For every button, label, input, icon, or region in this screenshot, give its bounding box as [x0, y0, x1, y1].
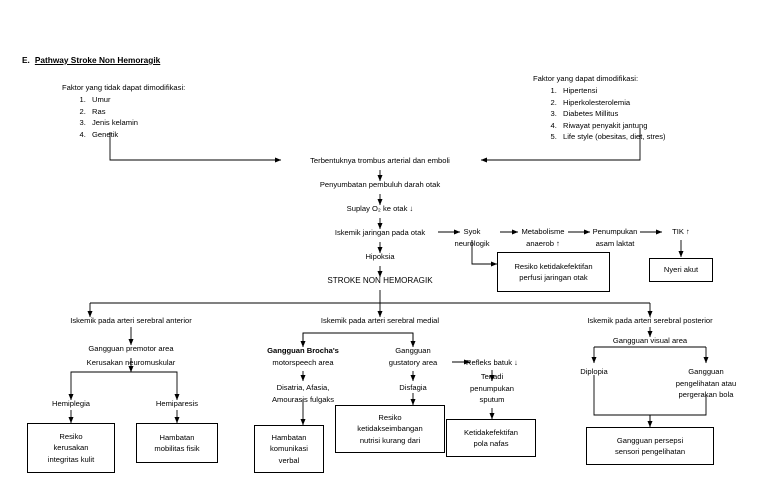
node-hemiplegia: Hemiplegia	[52, 399, 90, 408]
node-gustatory-disorder: Gangguan gustatory area	[388, 346, 438, 367]
list-item: Riwayat penyakit jantung	[559, 120, 666, 132]
node-vision-movement-disorder: Gangguan pengelihatan atau pergerakan bo…	[675, 367, 737, 399]
node-speech-effects: Disatria, Afasia, Amourasis fulgaks	[271, 383, 335, 404]
list-item: Life style (obesitas, diet, stres)	[559, 131, 666, 143]
node-medial-artery-ischemia: Iskemik pada arteri serebral medial	[320, 316, 440, 325]
node-neurologic-shock: Syok neurologik	[454, 227, 490, 248]
node-premotor-disorder: Gangguan premotor area	[88, 344, 174, 353]
box-physical-mobility-impairment: Hambatan mobilitas fisik	[136, 423, 218, 463]
box-brain-perfusion-risk: Resiko ketidakefektifan perfusi jaringan…	[497, 252, 610, 292]
modifiable-list: Hipertensi Hiperkolesterolemia Diabetes …	[533, 85, 666, 143]
node-dysphagia: Disfagia	[399, 383, 427, 392]
heading-letter: E.	[22, 55, 30, 65]
node-tissue-ischemia: Iskemik jaringan pada otak	[334, 228, 426, 237]
list-item: Genetik	[88, 129, 185, 141]
node-stroke-non-hemoragik: STROKE NON HEMORAGIK	[327, 276, 433, 285]
box-nutrition-imbalance-risk: Resiko ketidakseimbangan nutrisi kurang …	[335, 405, 445, 453]
list-item: Jenis kelamin	[88, 117, 185, 129]
node-diplopia: Diplopia	[580, 367, 608, 376]
list-item: Umur	[88, 94, 185, 106]
box-sensory-perception-disorder: Gangguan persepsi sensori pengelihatan	[586, 427, 714, 465]
box-ineffective-breathing-pattern: Ketidakefektifan pola nafas	[446, 419, 536, 457]
box-acute-pain: Nyeri akut	[649, 258, 713, 282]
list-item: Diabetes Millitus	[559, 108, 666, 120]
node-broca-disorder: Gangguan Brocha's	[267, 346, 339, 355]
node-intracranial-pressure: TIK ↑	[672, 227, 690, 236]
modifiable-risk-factors: Faktor yang dapat dimodifikasi: Hiperten…	[533, 73, 666, 143]
node-hypoxia: Hipoksia	[365, 252, 395, 261]
box-skin-integrity-risk: Resiko kerusakan integritas kulit	[27, 423, 115, 473]
node-anterior-artery-ischemia: Iskemik pada arteri serebral anterior	[70, 316, 192, 325]
list-item: Ras	[88, 106, 185, 118]
node-posterior-artery-ischemia: Iskemik pada arteri serebral posterior	[587, 316, 713, 325]
node-cough-reflex: Refleks batuk ↓	[466, 358, 518, 367]
non-modifiable-title: Faktor yang tidak dapat dimodifikasi:	[62, 83, 186, 92]
modifiable-title: Faktor yang dapat dimodifikasi:	[533, 74, 639, 83]
box-verbal-communication-impairment: Hambatan komunikasi verbal	[254, 425, 324, 473]
node-lactate-accumulation: Penumpukan asam laktat	[592, 227, 638, 248]
node-anaerobic-metabolism: Metabolisme anaerob ↑	[521, 227, 565, 248]
node-sputum-accumulation: Terjadi penumpukan sputum	[470, 372, 514, 404]
node-thrombus: Terbentuknya trombus arterial dan emboli	[310, 156, 450, 165]
node-visual-area-disorder: Gangguan visual area	[612, 336, 688, 345]
node-oxygen-supply: Suplay O₂ ke otak ↓	[346, 204, 414, 213]
list-item: Hipertensi	[559, 85, 666, 97]
non-modifiable-list: Umur Ras Jenis kelamin Genetik	[62, 94, 185, 140]
page-title: E. Pathway Stroke Non Hemoragik	[22, 55, 160, 65]
heading-text: Pathway Stroke Non Hemoragik	[34, 55, 161, 65]
node-occlusion: Penyumbatan pembuluh darah otak	[319, 180, 441, 189]
list-item: Hiperkolesterolemia	[559, 97, 666, 109]
node-hemiparesis: Hemiparesis	[155, 399, 199, 408]
node-motorspeech-area: motorspeech area	[272, 358, 334, 367]
non-modifiable-risk-factors: Faktor yang tidak dapat dimodifikasi: Um…	[62, 82, 185, 140]
node-neuromuscular-damage: Kerusakan neuromuskular	[86, 358, 176, 367]
